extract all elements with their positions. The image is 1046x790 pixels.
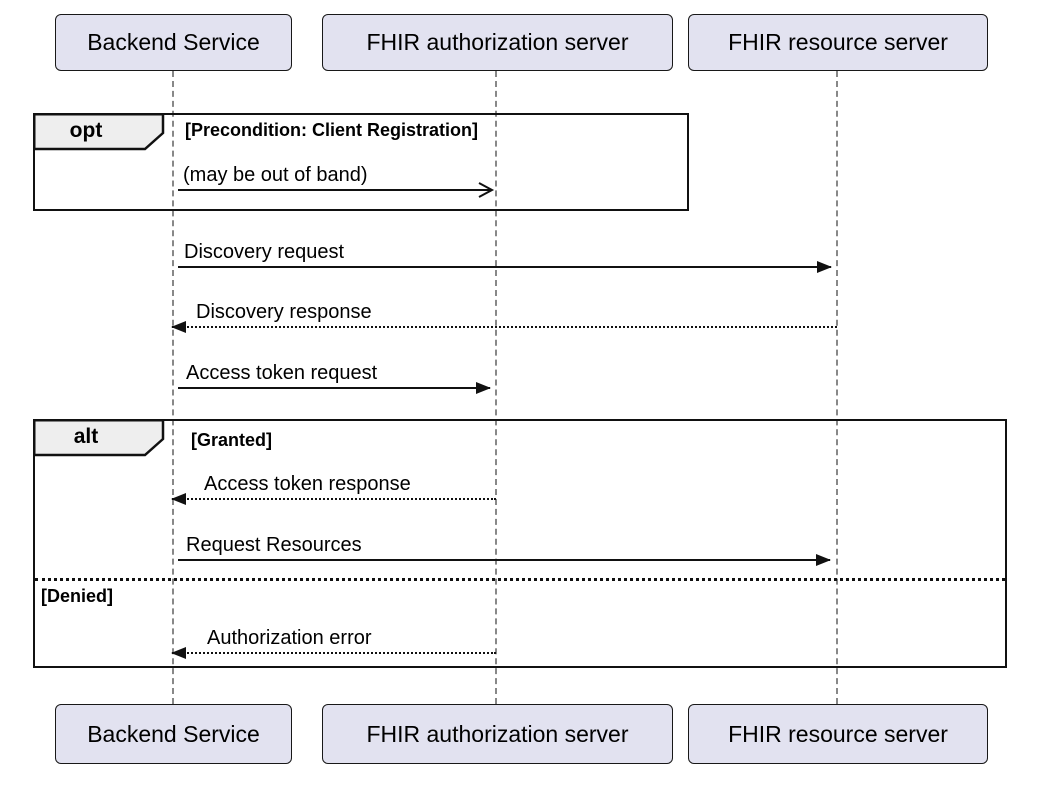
participant-label: Backend Service — [87, 720, 260, 747]
message-label: Discovery response — [196, 301, 372, 323]
message-label: Authorization error — [207, 627, 372, 649]
participant-label: FHIR authorization server — [366, 29, 629, 55]
participant-label: FHIR resource server — [728, 29, 948, 55]
alt-guard-granted: [Granted] — [191, 430, 272, 450]
opt-fragment-frame — [33, 113, 689, 211]
participant-backend-service-bottom: Backend Service — [55, 704, 292, 764]
message-line — [172, 498, 496, 500]
participant-fhir-authorization-server-top: FHIR authorization server — [322, 14, 673, 71]
lifeline-fhir-authorization-server — [495, 71, 497, 704]
message-label: Request Resources — [186, 534, 362, 556]
filled-arrowhead-left-icon — [171, 647, 186, 659]
message-line — [172, 326, 837, 328]
message-label: Access token request — [186, 362, 378, 384]
filled-arrowhead-right-icon — [816, 554, 831, 566]
message-authorization-error: Authorization error — [171, 626, 496, 660]
participant-label: FHIR resource server — [728, 720, 948, 747]
filled-arrowhead-left-icon — [171, 321, 186, 333]
message-discovery-response: Discovery response — [171, 300, 837, 334]
lifeline-backend-service — [172, 71, 174, 704]
message-line — [178, 266, 831, 268]
message-label: Access token response — [204, 473, 411, 495]
participant-fhir-authorization-server-bottom: FHIR authorization server — [322, 704, 673, 764]
lifeline-fhir-resource-server — [836, 71, 838, 704]
message-discovery-request: Discovery request — [178, 240, 832, 274]
message-line — [172, 652, 496, 654]
message-line — [178, 559, 830, 561]
alt-branch-divider — [35, 578, 1005, 581]
opt-guard-precondition: [Precondition: Client Registration] — [185, 120, 479, 140]
message-registration-out-of-band: (may be out of band) — [178, 163, 495, 198]
message-line — [178, 189, 492, 191]
message-access-token-response: Access token response — [171, 472, 496, 506]
filled-arrowhead-right-icon — [817, 261, 832, 273]
filled-arrowhead-right-icon — [476, 382, 491, 394]
open-arrowhead-right-icon — [478, 182, 495, 198]
participant-fhir-resource-server-top: FHIR resource server — [688, 14, 988, 71]
message-request-resources: Request Resources — [178, 533, 831, 567]
message-label: Discovery request — [184, 241, 345, 263]
opt-operator: opt — [69, 119, 103, 142]
message-access-token-request: Access token request — [178, 361, 491, 395]
opt-fragment-label-shape — [33, 113, 165, 151]
participant-backend-service-top: Backend Service — [55, 14, 292, 71]
participant-fhir-resource-server-bottom: FHIR resource server — [688, 704, 988, 764]
alt-operator: alt — [73, 425, 99, 448]
filled-arrowhead-left-icon — [171, 493, 186, 505]
participant-label: FHIR authorization server — [366, 720, 629, 747]
message-label: (may be out of band) — [183, 164, 368, 186]
alt-fragment-label-shape — [33, 419, 165, 457]
alt-guard-denied: [Denied] — [41, 586, 113, 606]
alt-fragment-frame — [33, 419, 1007, 668]
participant-label: Backend Service — [87, 29, 260, 55]
message-line — [178, 387, 490, 389]
